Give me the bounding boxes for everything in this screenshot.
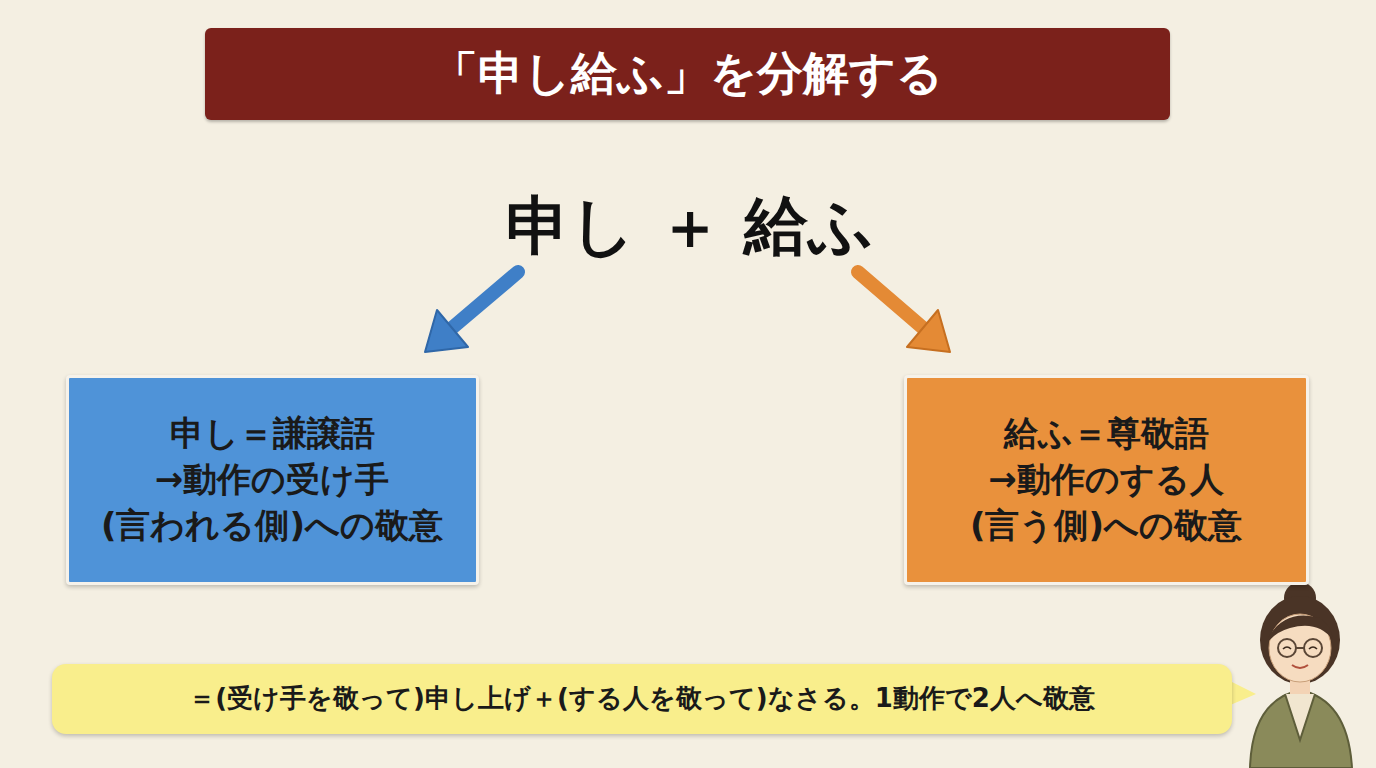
box-body: →動作のする人 (言う側)への敬意 xyxy=(929,457,1284,549)
box-heading: 申し＝謙譲語 xyxy=(170,411,375,457)
orange-arrow xyxy=(858,272,950,352)
box-body: →動作の受け手 (言われる側)への敬意 xyxy=(92,457,452,549)
honorific-box: 給ふ＝尊敬語→動作のする人 (言う側)への敬意 xyxy=(904,375,1309,585)
speech-bubble: ＝(受け手を敬って)申し上げ＋(する人を敬って)なさる。1動作で2人へ敬意 xyxy=(52,664,1232,734)
title-text: 「申し給ふ」を分解する xyxy=(432,43,943,105)
teacher-illustration xyxy=(1250,582,1352,768)
box-heading: ＝(受け手を敬って)申し上げ＋(する人を敬って)なさる。1動作で2人へ敬意 xyxy=(189,681,1095,716)
blue-arrow xyxy=(425,272,518,352)
humble-box: 申し＝謙譲語→動作の受け手 (言われる側)への敬意 xyxy=(66,375,479,585)
box-heading: 給ふ＝尊敬語 xyxy=(1004,411,1209,457)
title-banner: 「申し給ふ」を分解する xyxy=(205,28,1170,120)
bubble-tail xyxy=(1228,680,1256,706)
formula-label: 申し ＋ 給ふ xyxy=(506,183,875,270)
